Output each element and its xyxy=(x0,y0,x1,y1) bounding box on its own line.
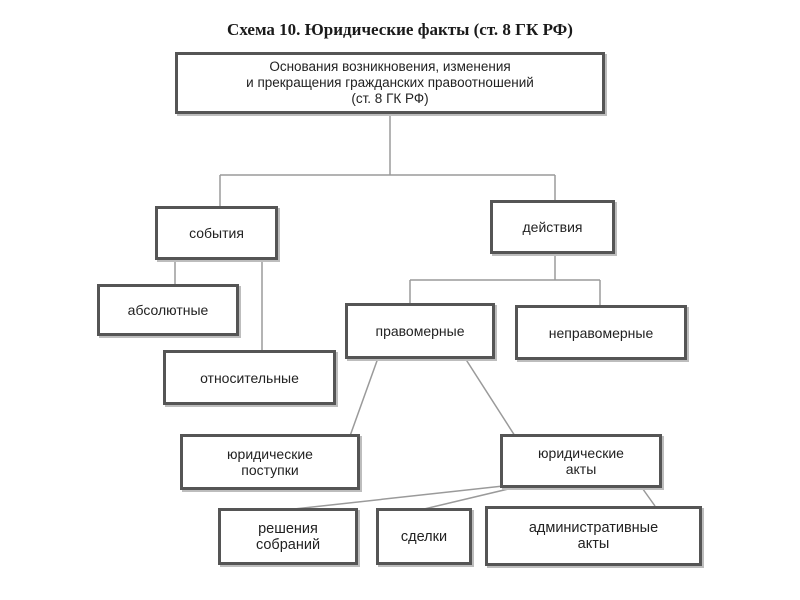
node-root-label: Основания возникновения, изменения и пре… xyxy=(246,59,534,106)
node-transactions-label: сделки xyxy=(400,528,448,545)
node-legal-acts: юридические акты xyxy=(500,434,662,488)
node-actions-label: действия xyxy=(522,219,583,235)
node-relative-label: относительные xyxy=(200,369,299,386)
node-legal-deeds-label: юридические поступки xyxy=(227,446,313,478)
node-unlawful-label: неправомерные xyxy=(548,324,654,341)
node-relative: относительные xyxy=(163,350,336,405)
connector-to-meeting-decisions xyxy=(284,484,513,511)
node-administrative-acts-label: административные акты xyxy=(528,520,659,552)
node-lawful: правомерные xyxy=(345,303,495,359)
node-unlawful: неправомерные xyxy=(515,305,687,360)
node-legal-deeds: юридические поступки xyxy=(180,434,360,490)
connector-to-legal-acts xyxy=(464,357,516,437)
node-meeting-decisions-label: решения собраний xyxy=(255,520,321,553)
node-events: события xyxy=(155,206,278,260)
node-absolute: абсолютные xyxy=(97,284,239,336)
node-absolute-label: абсолютные xyxy=(127,302,209,318)
node-legal-acts-label: юридические акты xyxy=(538,445,624,477)
node-actions: действия xyxy=(490,200,615,254)
diagram-title: Схема 10. Юридические факты (ст. 8 ГК РФ… xyxy=(227,20,573,39)
node-root: Основания возникновения, изменения и пре… xyxy=(175,52,605,114)
node-lawful-label: правомерные xyxy=(375,323,465,339)
connector-to-administrative-acts xyxy=(639,484,656,507)
connector-to-legal-deeds xyxy=(349,357,379,437)
node-administrative-acts: административные акты xyxy=(485,506,702,566)
node-meeting-decisions: решения собраний xyxy=(218,508,358,565)
connector-to-transactions xyxy=(419,484,526,511)
node-transactions: сделки xyxy=(376,508,472,565)
node-events-label: события xyxy=(189,225,244,241)
